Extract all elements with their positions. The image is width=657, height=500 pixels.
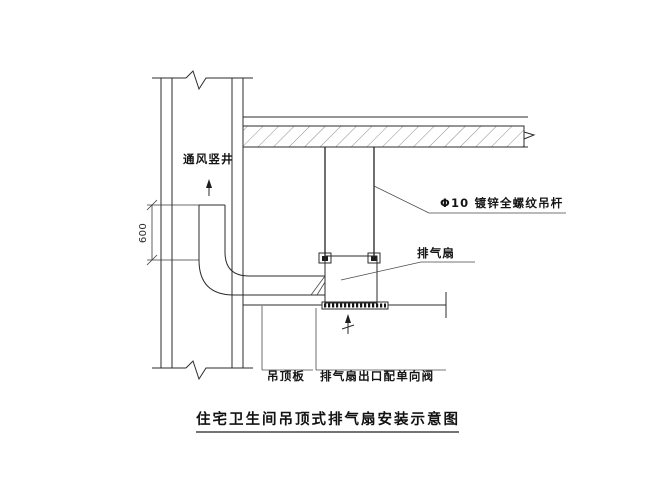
label-exhaust-fan: 排气扇 xyxy=(417,246,455,260)
airflow-arrow-grille xyxy=(341,314,355,334)
dimension-600-text: 600 xyxy=(138,223,149,243)
leader-exhaust-fan xyxy=(340,261,475,281)
label-ventilation-shaft: 通风竖井 xyxy=(183,152,234,166)
leader-hanger-rod xyxy=(373,185,566,214)
drawing-title: 住宅卫生间吊顶式排气扇安装示意图 xyxy=(196,410,460,428)
concrete-slab xyxy=(242,116,536,148)
break-symbol-bottom xyxy=(185,360,212,381)
exhaust-duct xyxy=(198,204,326,296)
label-ceiling-board: 吊顶板 xyxy=(267,369,305,383)
leader-fan-outlet-valve xyxy=(315,308,446,371)
break-symbol-top xyxy=(185,70,212,91)
airflow-arrow-duct xyxy=(206,179,212,196)
label-fan-outlet-valve: 排气扇出口配单向阀 xyxy=(320,369,434,383)
ceiling-board-line xyxy=(243,292,447,318)
exhaust-fan-body xyxy=(310,255,378,304)
leader-ceiling-board xyxy=(261,306,313,371)
dimension-600: 600 xyxy=(138,199,199,266)
label-hanger-rod: Φ10 镀锌全螺纹吊杆 xyxy=(440,196,563,210)
hanger-rods xyxy=(318,147,381,264)
